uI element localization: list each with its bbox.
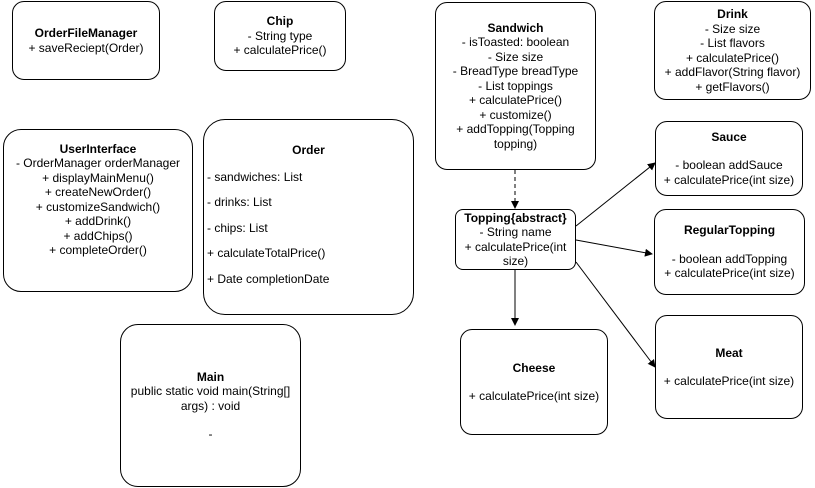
class-method: + getFlavors() [695, 79, 770, 94]
sauce-class-box[interactable]: Sauce - boolean addSauce + calculatePric… [655, 121, 803, 196]
drink-class-box[interactable]: Drink - Size size - List flavors + calcu… [654, 1, 811, 100]
class-title: Sauce [711, 129, 747, 144]
class-method: + addDrink() [64, 214, 132, 228]
class-method: + customize() [479, 107, 552, 122]
regulartopping-class-box[interactable]: RegularTopping - boolean addTopping + ca… [654, 209, 805, 295]
class-title: UserInterface [59, 141, 137, 156]
userinterface-class-box[interactable]: UserInterface - OrderManager orderManage… [3, 129, 193, 292]
main-class-box[interactable]: Main public static void main(String[] ar… [120, 324, 301, 487]
topping-abstract-class-box[interactable]: Topping{abstract} - String name + calcul… [455, 209, 576, 270]
class-title: Chip [266, 14, 294, 29]
topping-to-regulartopping-arrow [575, 239, 653, 257]
class-attribute: - sandwiches: List [207, 169, 303, 184]
class-separator-text: - [208, 427, 213, 441]
class-attribute: - boolean addSauce [675, 158, 783, 173]
class-method: + addFlavor(String flavor) [664, 65, 801, 79]
class-attribute: - BreadType breadType [452, 64, 579, 79]
class-title: Topping{abstract} [464, 210, 567, 225]
class-attribute: - Size size [704, 21, 761, 36]
class-method: + addTopping(Topping topping) [456, 122, 575, 151]
topping-to-sauce-arrow [575, 162, 656, 227]
class-title: Cheese [512, 360, 556, 375]
class-method: + createNewOrder() [44, 185, 152, 199]
sandwich-class-box[interactable]: Sandwich - isToasted: boolean - Size siz… [435, 2, 596, 170]
class-attribute: + Date completionDate [207, 271, 330, 286]
class-attribute: - String type [247, 28, 313, 43]
class-method: + calculatePrice(int size) [468, 389, 600, 403]
class-method: + displayMainMenu() [42, 170, 154, 185]
class-method: + calculateTotalPrice() [207, 246, 326, 260]
class-title: Meat [715, 345, 743, 360]
class-method: + calculatePrice() [685, 50, 780, 65]
class-attribute: - String name [479, 225, 552, 239]
class-title: Sandwich [487, 20, 544, 35]
class-method: + customizeSandwich() [35, 199, 161, 214]
class-method: + saveReciept(Order) [28, 40, 144, 55]
class-title: OrderFileManager [34, 26, 138, 40]
class-method: + calculatePrice(int size) [663, 172, 795, 187]
meat-class-box[interactable]: Meat + calculatePrice(int size) [655, 315, 803, 419]
class-title: RegularTopping [683, 223, 776, 238]
topping-to-meat-arrow [575, 261, 656, 368]
class-method: + calculatePrice(int size) [664, 266, 795, 281]
class-method: + calculatePrice(int size) [464, 239, 567, 269]
class-method: + completeOrder() [49, 243, 147, 257]
class-attribute: - chips: List [207, 220, 268, 235]
class-method: public static void main(String[] args) :… [130, 384, 291, 413]
class-attribute: - boolean addTopping [671, 251, 788, 266]
chip-class-box[interactable]: Chip - String type + calculatePrice() [214, 1, 346, 71]
class-method: + calculatePrice() [233, 43, 327, 58]
class-method: + calculatePrice(int size) [663, 374, 795, 388]
class-method: + calculatePrice() [468, 93, 563, 108]
class-attribute: - Size size [487, 49, 544, 64]
class-title: Main [196, 369, 225, 384]
class-title: Order [292, 143, 325, 157]
class-method: + addChips() [63, 228, 133, 243]
class-title: Drink [717, 7, 748, 21]
class-attribute: - OrderManager orderManager [15, 156, 181, 170]
class-attribute: - isToasted: boolean [461, 35, 570, 50]
class-attribute: - drinks: List [207, 195, 272, 209]
order-class-box[interactable]: Order - sandwiches: List - drinks: List … [203, 119, 414, 315]
class-attribute: - List flavors [700, 36, 765, 50]
class-attribute: - List toppings [478, 78, 553, 93]
orderfilemanager-class-box[interactable]: OrderFileManager + saveReciept(Order) [12, 1, 160, 80]
cheese-class-box[interactable]: Cheese + calculatePrice(int size) [460, 329, 608, 435]
